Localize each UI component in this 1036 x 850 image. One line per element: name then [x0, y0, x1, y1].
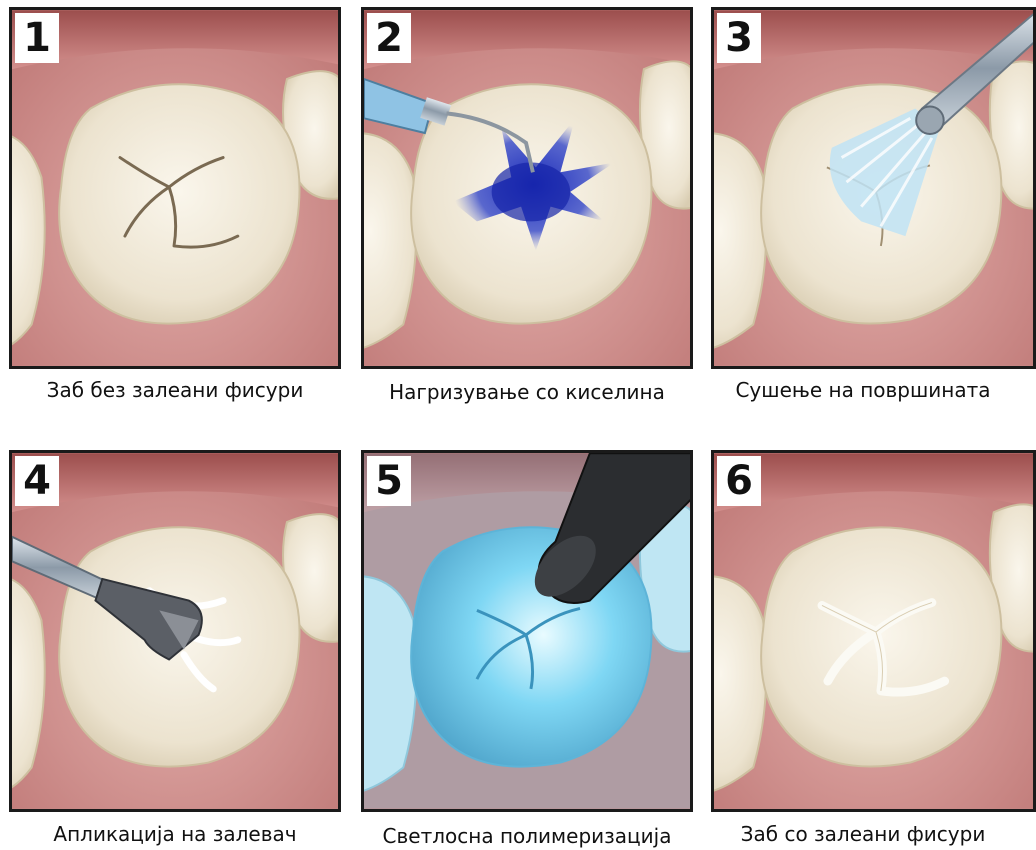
step-2-panel: 2: [361, 7, 693, 369]
step-5-illustration: [364, 453, 690, 809]
step-3-caption: Сушење на површината: [690, 378, 1036, 402]
step-6-illustration: [714, 453, 1033, 809]
step-5-caption: Светлосна полимеризација: [354, 824, 700, 848]
step-1-number: 1: [15, 13, 59, 63]
step-4-illustration: [12, 453, 338, 809]
step-5-number: 5: [367, 456, 411, 506]
step-3-number: 3: [717, 13, 761, 63]
step-3-illustration: [714, 10, 1033, 366]
step-6-panel: 6: [711, 450, 1036, 812]
step-2-caption: Нагризување со киселина: [354, 380, 700, 404]
step-4-panel: 4: [9, 450, 341, 812]
step-2-number: 2: [367, 13, 411, 63]
step-4-caption: Апликација на залевач: [2, 822, 348, 846]
step-1-caption: Заб без залеани фисури: [2, 378, 348, 402]
step-4-number: 4: [15, 456, 59, 506]
step-3-panel: 3: [711, 7, 1036, 369]
step-1-panel: 1: [9, 7, 341, 369]
step-2-illustration: [364, 10, 690, 366]
step-1-illustration: [12, 10, 338, 366]
step-5-panel: 5: [361, 450, 693, 812]
step-6-number: 6: [717, 456, 761, 506]
step-6-caption: Заб со залеани фисури: [690, 822, 1036, 846]
